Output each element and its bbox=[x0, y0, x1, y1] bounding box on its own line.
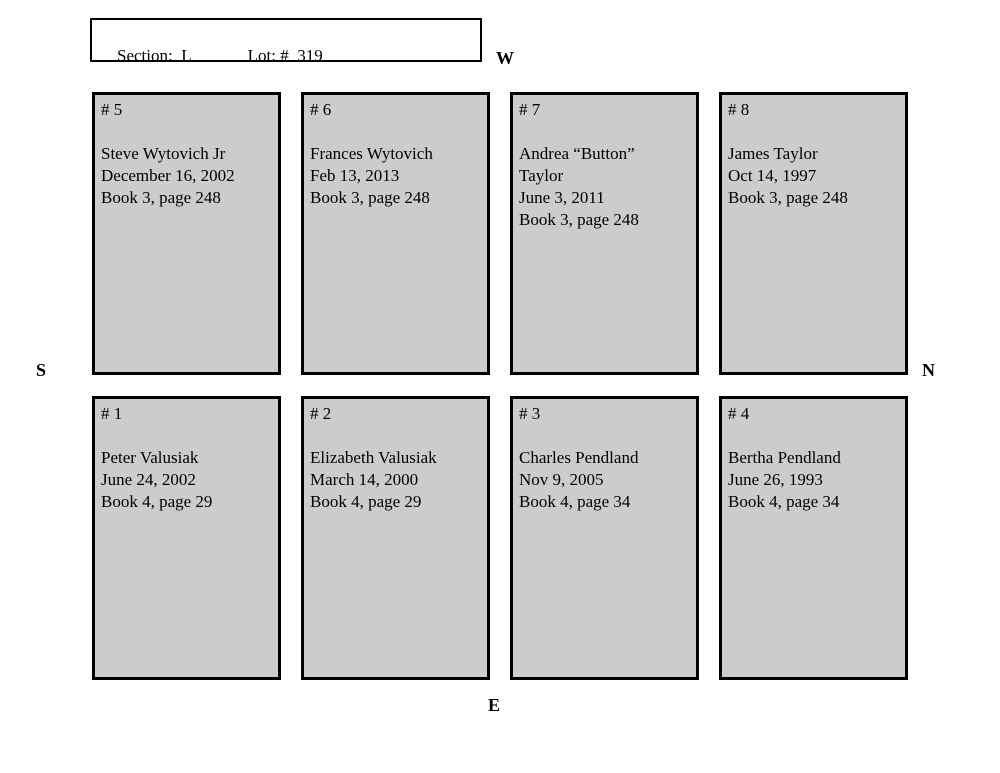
plot-number: # 6 bbox=[310, 100, 332, 119]
plot-line: Oct 14, 1997 bbox=[728, 166, 817, 185]
plot-line: Book 3, page 248 bbox=[519, 210, 639, 229]
plot-number: # 1 bbox=[101, 404, 123, 423]
compass-east-label: E bbox=[488, 695, 501, 715]
plot-line: Bertha Pendland bbox=[728, 448, 841, 467]
plot-line: Peter Valusiak bbox=[101, 448, 199, 467]
plot-line: Book 4, page 29 bbox=[101, 492, 213, 511]
plot-number: # 7 bbox=[519, 100, 541, 119]
plot-line: Book 3, page 248 bbox=[101, 188, 221, 207]
lot-label: Lot: # 319 bbox=[247, 46, 323, 65]
plot-line: June 26, 1993 bbox=[728, 470, 823, 489]
plot-line: James Taylor bbox=[728, 144, 818, 163]
plot-line: Feb 13, 2013 bbox=[310, 166, 400, 185]
plot-line: Book 3, page 248 bbox=[728, 188, 848, 207]
plot-number: # 8 bbox=[728, 100, 750, 119]
plot-line: Andrea “Button” bbox=[519, 144, 635, 163]
plot-line: June 3, 2011 bbox=[519, 188, 605, 207]
plot-line: Taylor bbox=[519, 166, 564, 185]
section-lot-header: Section: L Lot: # 319 bbox=[90, 18, 482, 65]
plot-line: Book 4, page 29 bbox=[310, 492, 422, 511]
plot-line: March 14, 2000 bbox=[310, 470, 419, 489]
plot-line: Book 4, page 34 bbox=[728, 492, 840, 511]
plot-line: Book 3, page 248 bbox=[310, 188, 430, 207]
plot-line: Nov 9, 2005 bbox=[519, 470, 604, 489]
compass-north-label: N bbox=[922, 360, 935, 380]
plot-line: Steve Wytovich Jr bbox=[101, 144, 226, 163]
plot-line: Book 4, page 34 bbox=[519, 492, 631, 511]
compass-west-label: W bbox=[496, 48, 514, 68]
plot-number: # 3 bbox=[519, 404, 541, 423]
plot-line: December 16, 2002 bbox=[101, 166, 235, 185]
compass-south-label: S bbox=[36, 360, 47, 380]
plot-number: # 2 bbox=[310, 404, 332, 423]
section-label: Section: L bbox=[117, 46, 192, 65]
plot-line: Charles Pendland bbox=[519, 448, 639, 467]
plot-number: # 5 bbox=[101, 100, 123, 119]
plot-line: Frances Wytovich bbox=[310, 144, 433, 163]
plot-line: Elizabeth Valusiak bbox=[310, 448, 437, 467]
plot-line: June 24, 2002 bbox=[101, 470, 196, 489]
plot-number: # 4 bbox=[728, 404, 750, 423]
